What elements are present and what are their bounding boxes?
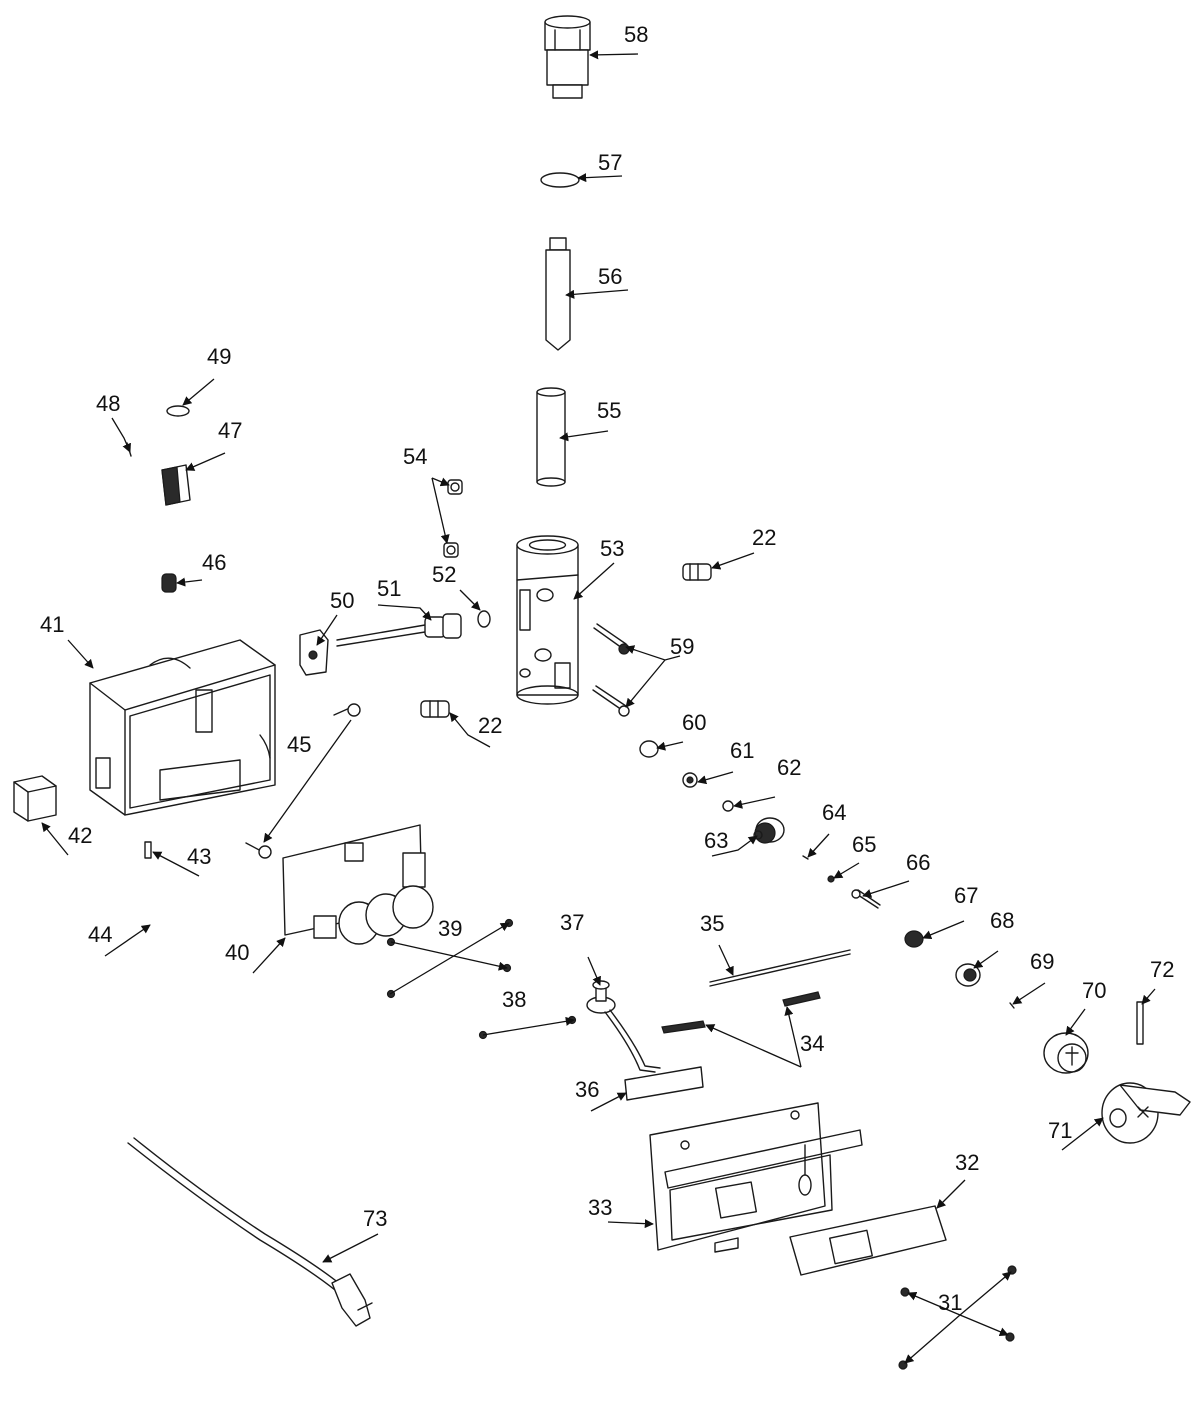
callout-71: 71	[1048, 1118, 1072, 1143]
part-56-shaft	[545, 237, 571, 351]
callout-60: 60	[682, 710, 706, 735]
part-47-knob	[161, 464, 191, 506]
callout-66: 66	[906, 850, 930, 875]
callout-42: 42	[68, 823, 92, 848]
part-35-rod	[709, 949, 851, 987]
callout-52: 52	[432, 562, 456, 587]
callout-31: 31	[938, 1290, 962, 1315]
part-63-gear	[753, 817, 785, 844]
callout-33: 33	[588, 1195, 612, 1220]
callout-35: 35	[700, 911, 724, 936]
part-22-fitting-upper	[682, 563, 712, 581]
callout-59: 59	[670, 634, 694, 659]
callout-47: 47	[218, 418, 242, 443]
callout-45: 45	[287, 732, 311, 757]
callout-67: 67	[954, 883, 978, 908]
callout-36: 36	[575, 1077, 599, 1102]
callout-46: 46	[202, 550, 226, 575]
callout-41: 41	[40, 612, 64, 637]
part-72-rod	[1136, 1001, 1144, 1045]
callout-40: 40	[225, 940, 249, 965]
callout-44: 44	[88, 922, 112, 947]
leader-lines	[41, 50, 1156, 1364]
part-41-control-box	[89, 639, 276, 816]
part-31-screws	[898, 1265, 1017, 1370]
part-64-pin	[802, 855, 809, 860]
callout-73: 73	[363, 1206, 387, 1231]
part-61-washer	[682, 772, 698, 788]
callout-50: 50	[330, 588, 354, 613]
callout-55: 55	[597, 398, 621, 423]
callout-54: 54	[403, 444, 427, 469]
callout-49: 49	[207, 344, 231, 369]
callout-69: 69	[1030, 949, 1054, 974]
part-67-bushing	[904, 930, 924, 948]
part-33-front-plate	[649, 1102, 863, 1253]
part-57-o-ring	[540, 172, 580, 188]
callout-65: 65	[852, 832, 876, 857]
callout-56: 56	[598, 264, 622, 289]
part-36-panel	[624, 1066, 704, 1101]
part-42-capacitor-block	[13, 775, 57, 822]
callout-72: 72	[1150, 957, 1174, 982]
part-62-nut	[722, 800, 734, 812]
part-55-sleeve	[536, 387, 566, 487]
part-58-cap	[544, 15, 591, 99]
part-51-cable-gland	[336, 613, 462, 647]
part-50-switch	[299, 629, 329, 676]
part-66-bolt	[851, 889, 881, 909]
part-46-nut	[161, 573, 177, 593]
callout-22b: 22	[478, 713, 502, 738]
part-59-studs	[592, 623, 630, 717]
part-49-disc	[166, 405, 190, 417]
callout-53: 53	[600, 536, 624, 561]
callout-61: 61	[730, 738, 754, 763]
callout-63: 63	[704, 828, 728, 853]
part-65-screw	[827, 875, 835, 883]
part-69-screw	[1009, 1002, 1015, 1009]
part-43-pin	[144, 841, 152, 859]
callout-58: 58	[624, 22, 648, 47]
callout-64: 64	[822, 800, 846, 825]
part-34-springs	[661, 991, 821, 1034]
part-54-bolts	[443, 479, 463, 558]
part-40-circuit-board	[282, 824, 434, 945]
part-73-power-cord	[127, 1137, 373, 1327]
part-37-sensor	[586, 980, 661, 1073]
callout-48: 48	[96, 391, 120, 416]
part-71-handle-housing	[1101, 1082, 1191, 1144]
part-52-ring	[477, 610, 491, 628]
callout-22a: 22	[752, 525, 776, 550]
part-53-head-housing	[516, 535, 579, 705]
callout-70: 70	[1082, 978, 1106, 1003]
callout-43: 43	[187, 844, 211, 869]
callout-68: 68	[990, 908, 1014, 933]
callout-51: 51	[377, 576, 401, 601]
callout-37: 37	[560, 910, 584, 935]
part-60-washer	[639, 740, 659, 758]
callout-39: 39	[438, 916, 462, 941]
callout-38: 38	[502, 987, 526, 1012]
part-45-screws	[245, 703, 361, 859]
callout-32: 32	[955, 1150, 979, 1175]
callout-57: 57	[598, 150, 622, 175]
part-22-fitting-lower	[420, 700, 450, 718]
callout-34: 34	[800, 1031, 824, 1056]
callout-labels: 58 57 56 55 49 48 47 54 53 22 46 50 51 5…	[40, 22, 1174, 1315]
callout-62: 62	[777, 755, 801, 780]
part-68-knob	[955, 963, 981, 987]
part-32-label-plate	[789, 1205, 947, 1276]
part-70-motor	[1043, 1032, 1089, 1074]
